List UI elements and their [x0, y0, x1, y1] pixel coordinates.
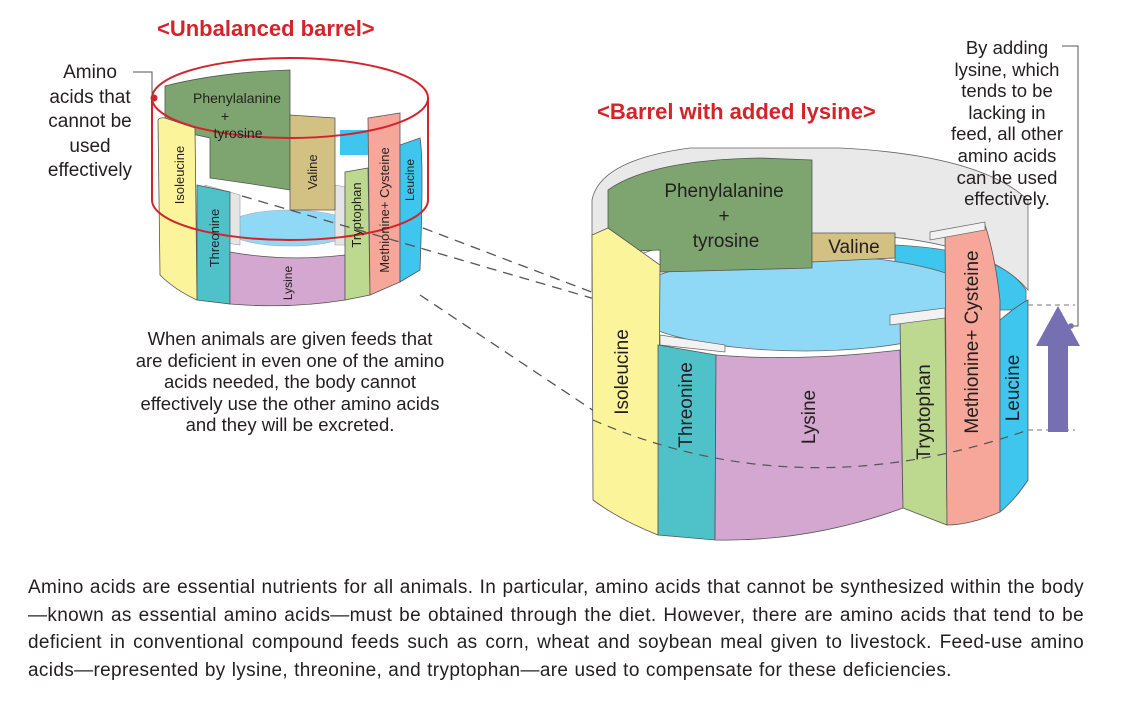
small-label-leucine: Leucine: [403, 159, 417, 201]
description-paragraph: Amino acids are essential nutrients for …: [28, 577, 1084, 681]
large-label-lysine: Lysine: [799, 390, 820, 444]
title-unbalanced-barrel: <Unbalanced barrel>: [157, 16, 375, 41]
small-red-dot: [150, 94, 158, 102]
title-lysine-barrel: <Barrel with added lysine>: [597, 99, 876, 124]
guide-bottom: [419, 294, 721, 496]
small-label-valine: Valine: [305, 154, 320, 189]
small-stave-leucine: [399, 137, 423, 283]
large-label-threonine: Threonine: [676, 362, 697, 448]
large-label-tyrosine: tyrosine: [693, 231, 760, 252]
large-stave-phenylalanine: [607, 157, 813, 273]
unbalanced-barrel: Phenylalanine + tyrosine Valine Isoleuci…: [133, 57, 429, 307]
large-cap-2: [889, 307, 946, 326]
large-cap-1: [659, 334, 726, 353]
small-label-threonine: Threonine: [207, 209, 222, 268]
small-inner-wall-2: [334, 184, 346, 246]
right-note-dot: [1068, 323, 1074, 329]
small-label-plus: +: [221, 108, 229, 124]
large-stave-valine: [811, 232, 896, 263]
large-cap-3: [929, 221, 986, 241]
right-note-leader: [1062, 45, 1079, 327]
left-annotation: Amino acids that cannot be used effectiv…: [47, 62, 133, 181]
lysine-barrel: Phenylalanine + tyrosine Valine Isoleuci…: [591, 147, 1029, 541]
large-label-plus: +: [718, 206, 729, 227]
small-label-lysine: Lysine: [281, 266, 295, 301]
large-label-isoleucine: Isoleucine: [612, 329, 633, 415]
large-stave-leucine: [999, 299, 1029, 513]
small-label-phenylalanine: Phenylalanine: [193, 90, 281, 106]
small-label-isoleucine: Isoleucine: [172, 146, 187, 205]
middle-annotation: When animals are given feeds that are de…: [135, 328, 445, 436]
large-label-phenylalanine: Phenylalanine: [664, 181, 783, 202]
large-label-leucine: Leucine: [1003, 355, 1024, 422]
large-label-valine: Valine: [828, 237, 879, 258]
small-label-tyrosine: tyrosine: [213, 125, 262, 141]
up-arrow-icon: [1036, 306, 1080, 432]
small-red-rim-body: [151, 98, 429, 241]
large-label-methionine: Methionine+ Cysteine: [962, 250, 983, 433]
lysine-arrow-group: [1028, 45, 1080, 432]
large-label-tryptophan: Tryptophan: [914, 364, 935, 459]
left-note-leader: [133, 71, 153, 95]
small-stave-isoleucine: [157, 117, 198, 301]
small-label-tryptophan: Tryptophan: [349, 182, 364, 247]
small-label-methionine: Methionine+ Cysteine: [377, 147, 392, 272]
right-annotation: By adding lysine, which tends to be lack…: [950, 37, 1064, 210]
guide-top: [241, 195, 661, 319]
